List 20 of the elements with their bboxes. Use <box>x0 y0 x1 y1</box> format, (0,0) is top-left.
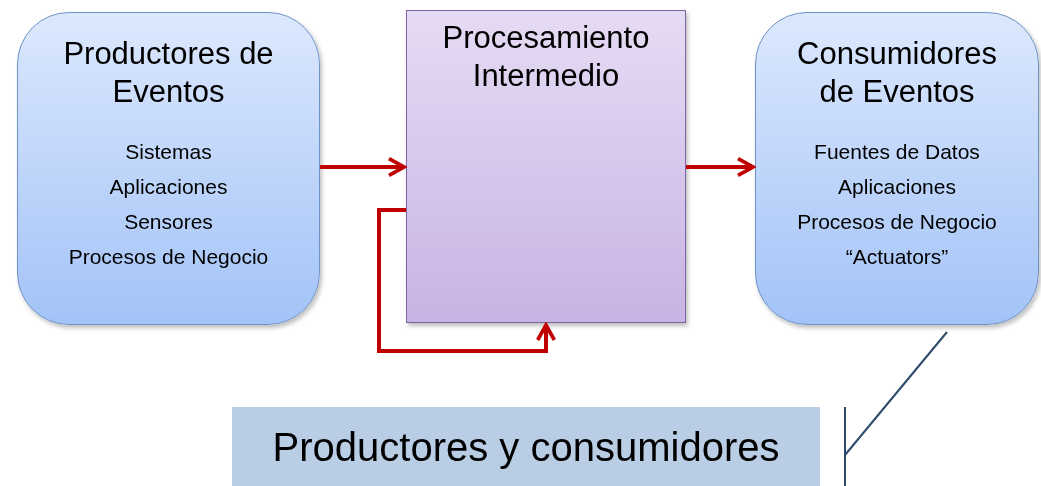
list-item: Aplicaciones <box>109 174 228 200</box>
list-item: “Actuators” <box>845 244 949 270</box>
rounded-box <box>17 12 320 325</box>
caption-text: Productores y consumidores <box>272 423 780 471</box>
list-item: Aplicaciones <box>838 174 956 200</box>
list-item: Procesos de Negocio <box>68 244 269 270</box>
process-box <box>406 10 686 323</box>
box-heading: Consumidores de Eventos <box>796 35 998 111</box>
box-heading: Productores de Eventos <box>62 35 275 111</box>
caption-box <box>232 407 820 486</box>
list-item: Procesos de Negocio <box>797 209 997 235</box>
list-item: Fuentes de Datos <box>814 139 980 165</box>
box-heading: Procesamiento Intermedio <box>441 19 651 95</box>
leader-line <box>844 331 948 456</box>
arrow <box>686 156 755 178</box>
list-item: Sistemas <box>125 139 212 165</box>
list-item: Sensores <box>124 209 213 235</box>
arrow <box>320 156 406 178</box>
rounded-box <box>755 12 1039 325</box>
arrow <box>377 208 557 353</box>
